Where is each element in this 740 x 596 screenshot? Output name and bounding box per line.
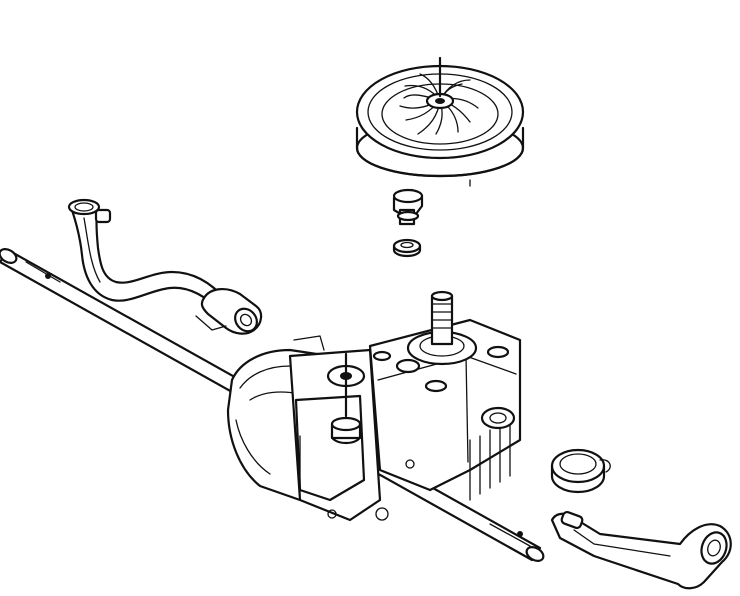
washer-icon (392, 238, 422, 258)
fan-pulley-icon (355, 56, 525, 187)
lever-icon (550, 510, 732, 590)
clamp-icon (550, 448, 611, 494)
bolt-icon (392, 188, 424, 226)
tube-icon (67, 198, 263, 335)
housing-icon (226, 290, 522, 522)
